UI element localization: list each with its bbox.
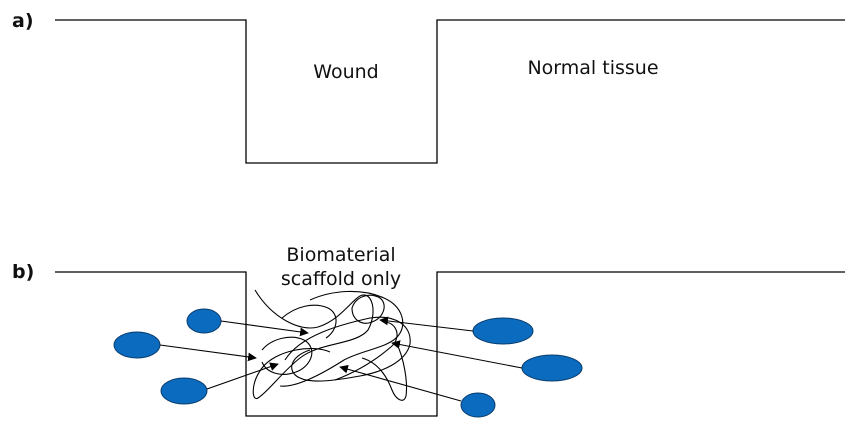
arrow	[206, 362, 279, 390]
cell	[460, 392, 496, 418]
scaffold-label-line1: Biomaterial	[286, 244, 395, 266]
panel-a-label: a)	[12, 10, 34, 32]
scaffold-label-line2: scaffold only	[281, 268, 401, 290]
scaffold-fiber	[279, 290, 404, 387]
arrow	[220, 320, 309, 337]
normal-tissue-label: Normal tissue	[527, 57, 658, 79]
scaffold-fiber	[261, 336, 313, 375]
scaffold-fiber	[252, 289, 374, 400]
scaffold-fiber	[281, 304, 337, 339]
cell	[472, 317, 534, 345]
panel-a: a) Wound Normal tissue	[12, 10, 845, 164]
arrow	[379, 316, 474, 332]
scaffold-fiber	[351, 294, 385, 324]
arrow	[391, 340, 523, 369]
wound-profile-a	[55, 19, 845, 164]
wound-label: Wound	[313, 61, 378, 83]
cell	[113, 331, 161, 359]
cells	[113, 308, 583, 418]
scaffold-fiber	[361, 341, 408, 401]
cell	[160, 377, 208, 405]
cell	[186, 308, 222, 334]
migration-arrows	[159, 316, 523, 402]
arrow	[159, 344, 257, 362]
arrow	[339, 364, 462, 402]
cell	[521, 354, 583, 382]
scaffold-fibers	[252, 289, 411, 401]
panel-b-label: b)	[12, 261, 34, 283]
panel-b: b) Biomaterial scaffold only	[12, 244, 845, 418]
wound-profile-b	[55, 271, 845, 417]
